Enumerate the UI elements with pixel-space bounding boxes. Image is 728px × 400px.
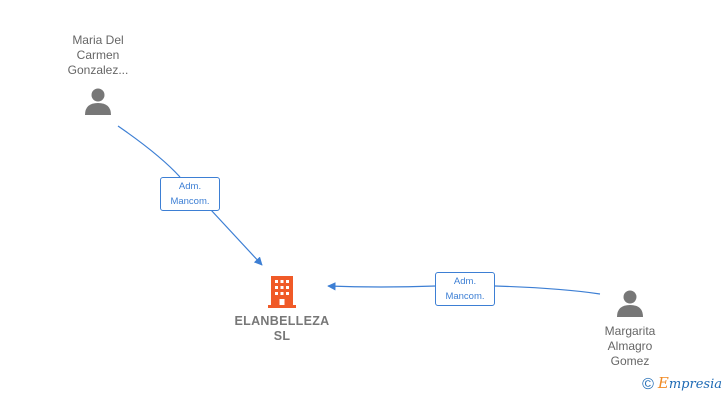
edge-right-to-company	[328, 286, 601, 294]
edge-label-line: Adm.	[178, 181, 202, 192]
copyright-icon: ©	[642, 376, 654, 393]
person-node-maria[interactable]: Maria Del Carmen Gonzalez...	[60, 33, 136, 116]
person-name-line: Gonzalez...	[67, 63, 129, 77]
edge-top-to-company	[117, 125, 262, 265]
person-name-line: Margarita	[604, 324, 656, 338]
person-node-margarita[interactable]: Margarita Almagro Gomez	[592, 288, 668, 369]
edge-label-right[interactable]: Adm. Mancom.	[435, 272, 495, 306]
edge-label-line: Mancom.	[445, 291, 485, 302]
brand-logo: Empresia	[657, 374, 722, 393]
edge-label-line: Adm.	[453, 276, 477, 287]
person-icon	[617, 290, 643, 317]
company-name-line: ELANBELLEZA	[234, 314, 330, 328]
person-name-line: Carmen	[76, 48, 120, 62]
person-name-line: Almagro	[607, 339, 653, 353]
person-icon	[85, 88, 111, 115]
building-icon	[268, 276, 296, 308]
edge-label-line: Mancom.	[170, 196, 210, 207]
empresia-watermark: ©Empresia	[642, 374, 722, 394]
person-name-line: Maria Del	[72, 33, 124, 47]
company-name-line: SL	[273, 329, 291, 343]
company-node-elanbelleza[interactable]: ELANBELLEZA SL	[228, 274, 336, 344]
person-name-line: Gomez	[610, 354, 650, 368]
edge-label-top[interactable]: Adm. Mancom.	[160, 177, 220, 211]
